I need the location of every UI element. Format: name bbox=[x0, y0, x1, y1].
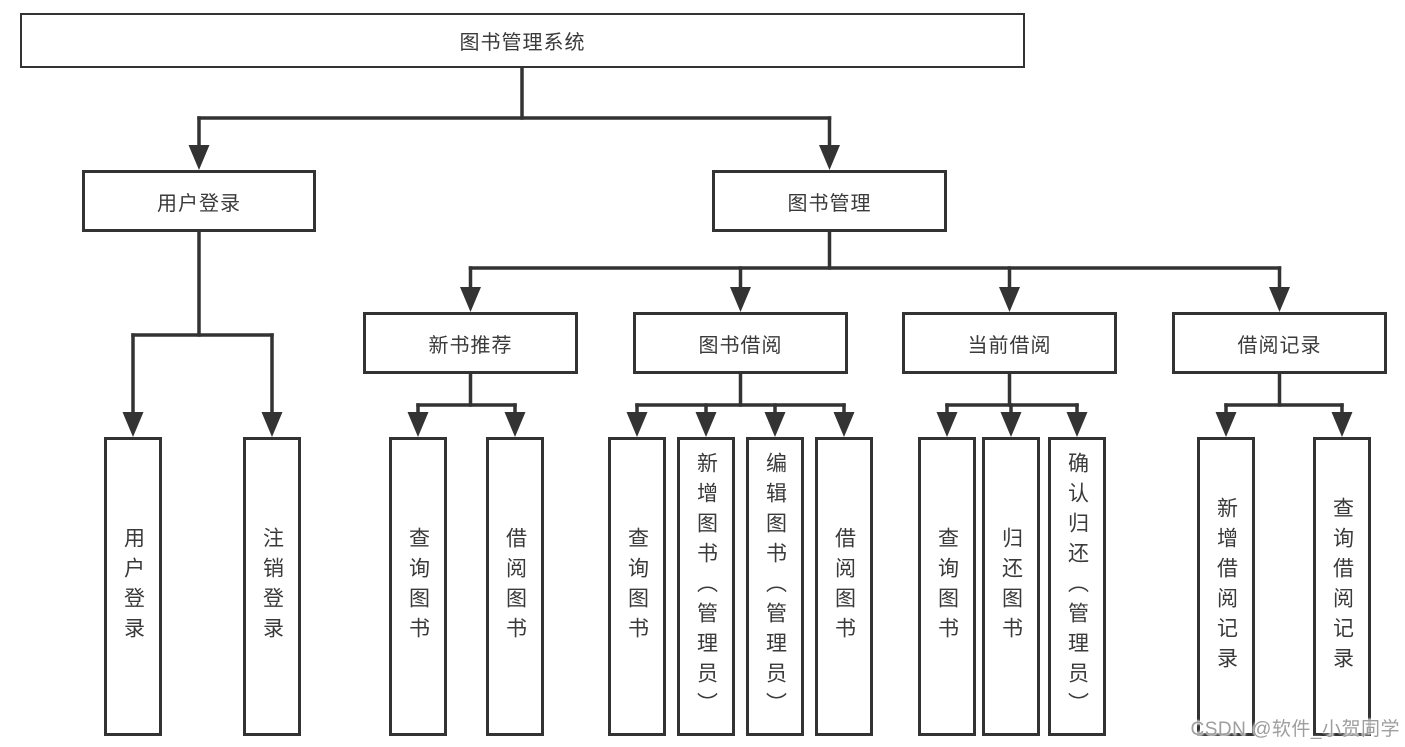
node-book-management: 图书管理 bbox=[712, 170, 947, 232]
leaf-borrowing-add-books-admin: 新增图书（管理员） bbox=[677, 437, 735, 736]
csdn-watermark: CSDN @软件_小贺同学 bbox=[1190, 719, 1400, 740]
leaf-user-login: 用户登录 bbox=[104, 437, 162, 736]
leaf-current-query-books: 查询图书 bbox=[918, 437, 976, 736]
leaf-borrowing-query-books: 查询图书 bbox=[608, 437, 666, 736]
leaf-borrowing-edit-books-admin: 编辑图书（管理员） bbox=[746, 437, 804, 736]
node-user-login: 用户登录 bbox=[82, 170, 316, 232]
node-new-book-recommend: 新书推荐 bbox=[363, 312, 578, 374]
node-book-borrowing: 图书借阅 bbox=[633, 312, 848, 374]
node-current-borrowing: 当前借阅 bbox=[902, 312, 1117, 374]
leaf-current-return-books: 归还图书 bbox=[982, 437, 1040, 736]
leaf-logout: 注销登录 bbox=[243, 437, 301, 736]
leaf-borrowing-borrow-books: 借阅图书 bbox=[815, 437, 873, 736]
leaf-recommend-query-books: 查询图书 bbox=[389, 437, 447, 736]
leaf-current-confirm-return-admin: 确认归还（管理员） bbox=[1048, 437, 1106, 736]
node-root: 图书管理系统 bbox=[20, 13, 1025, 68]
node-borrowing-records: 借阅记录 bbox=[1172, 312, 1387, 374]
leaf-records-add-record: 新增借阅记录 bbox=[1197, 437, 1255, 736]
leaf-recommend-borrow-books: 借阅图书 bbox=[486, 437, 544, 736]
leaf-records-query-record: 查询借阅记录 bbox=[1313, 437, 1371, 736]
